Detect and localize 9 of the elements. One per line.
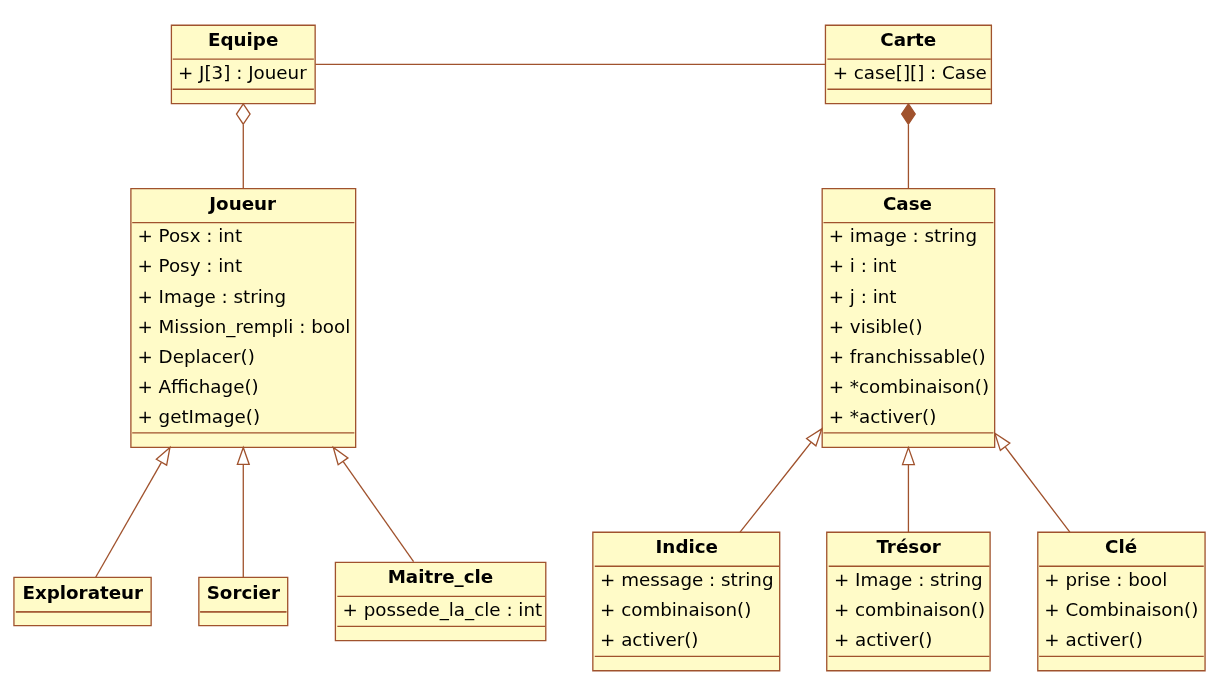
connector bbox=[314, 63, 826, 65]
arrow bbox=[901, 445, 916, 533]
arrow bbox=[332, 445, 415, 562]
connector bbox=[235, 102, 251, 189]
arrow bbox=[236, 445, 251, 578]
arrow bbox=[95, 445, 171, 578]
connector bbox=[900, 102, 916, 189]
arrow bbox=[739, 426, 823, 533]
arrow bbox=[993, 431, 1071, 533]
